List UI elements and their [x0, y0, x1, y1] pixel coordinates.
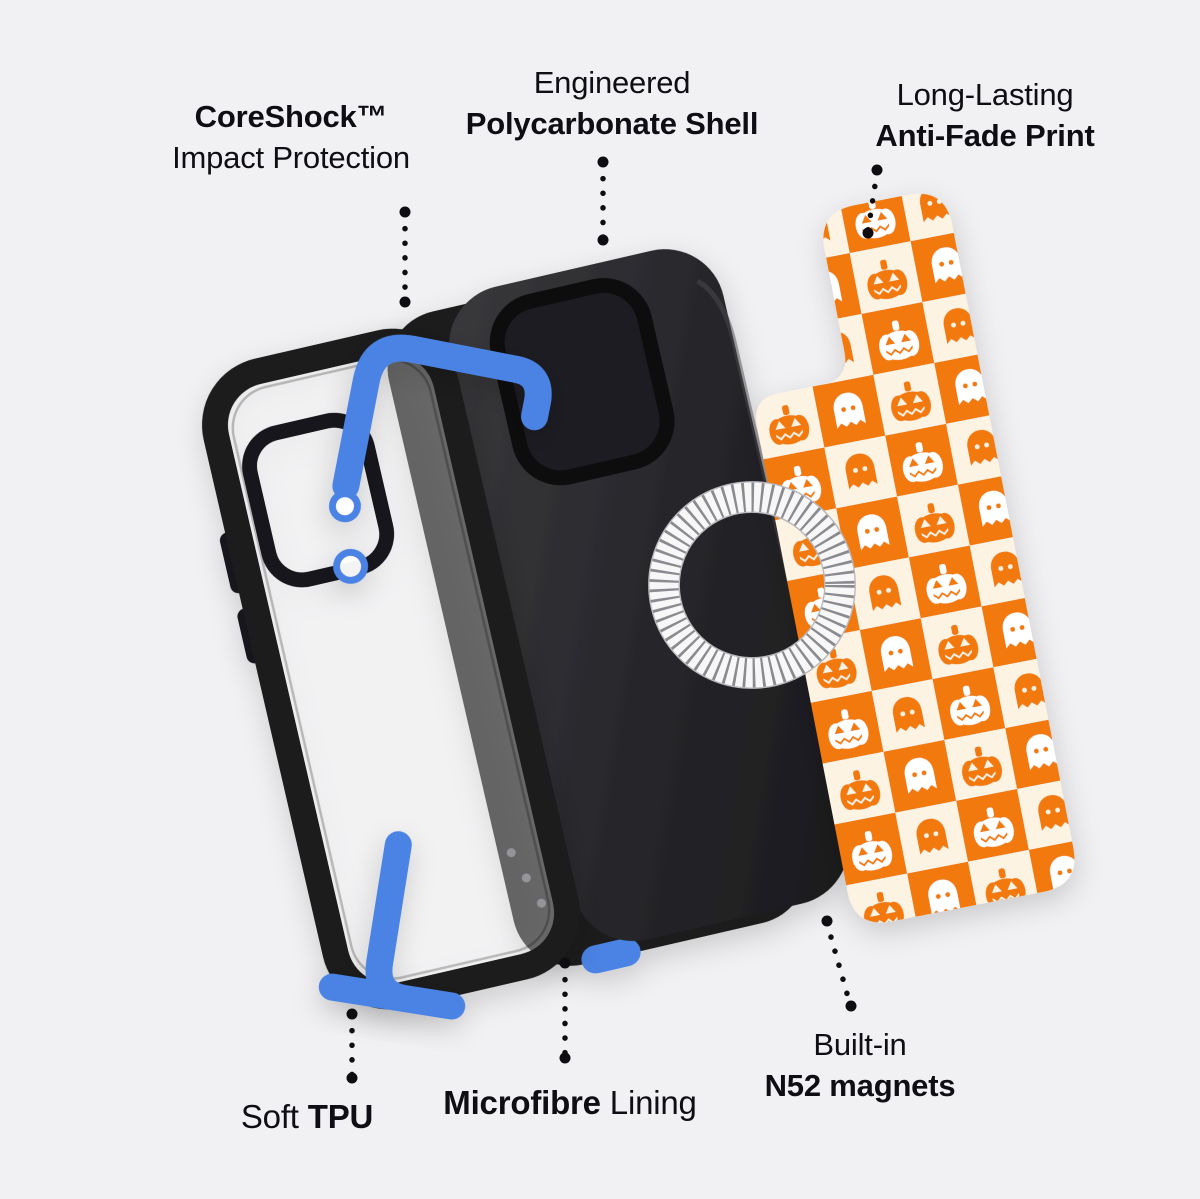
leader-print: [862, 164, 883, 239]
callout-print-regular: Long-Lasting: [896, 77, 1074, 112]
bumper-case: [202, 328, 580, 1010]
blue-frame-holes: [328, 490, 369, 584]
callout-print: Long-Lasting Anti-Fade Print: [875, 74, 1094, 156]
callout-shell-bold: Polycarbonate Shell: [465, 106, 759, 141]
callout-tpu-regular: Soft: [240, 1098, 299, 1135]
callout-coreshock-bold: CoreShock™: [194, 99, 388, 134]
callout-coreshock-regular: Impact Protection: [172, 140, 410, 175]
leader-shell: [597, 156, 609, 246]
callout-leader-lines: [346, 156, 883, 1084]
callout-shell-regular: Engineered: [533, 65, 691, 100]
callout-print-bold: Anti-Fade Print: [875, 118, 1095, 153]
leader-microfibre: [559, 957, 571, 1064]
callout-magnets-bold: N52 magnets: [764, 1068, 956, 1103]
shell-camera-cutout: [489, 277, 675, 486]
blue-frame-peek: [581, 938, 641, 974]
callout-microfibre: Microfibre Lining: [443, 1082, 697, 1123]
callout-magnets: Built-in N52 magnets: [765, 1024, 956, 1106]
magsafe-ring: [648, 481, 856, 689]
callout-tpu: Soft TPU: [241, 1096, 373, 1137]
callout-microfibre-regular: Lining: [609, 1084, 697, 1121]
shell-edge-highlight: [696, 278, 843, 803]
callout-tpu-bold: TPU: [307, 1098, 374, 1135]
coreshock-blue-top-piece: [328, 334, 552, 584]
leader-coreshock: [399, 206, 411, 308]
callout-microfibre-bold: Microfibre: [443, 1084, 601, 1121]
insert-panel: [756, 193, 1075, 923]
bumper-inner-lip: [231, 358, 551, 980]
callout-shell: Engineered Polycarbonate Shell: [466, 62, 759, 144]
printed-insert: [756, 193, 1075, 923]
coreshock-blue-bottom-piece: [318, 831, 466, 1020]
clear-back-panel: [215, 341, 567, 997]
callout-coreshock: CoreShock™ Impact Protection: [172, 96, 410, 178]
leader-magnets: [821, 915, 857, 1012]
callout-magnets-regular: Built-in: [813, 1027, 907, 1062]
leader-tpu: [346, 1008, 358, 1084]
tpu-bumper: [202, 328, 580, 1010]
